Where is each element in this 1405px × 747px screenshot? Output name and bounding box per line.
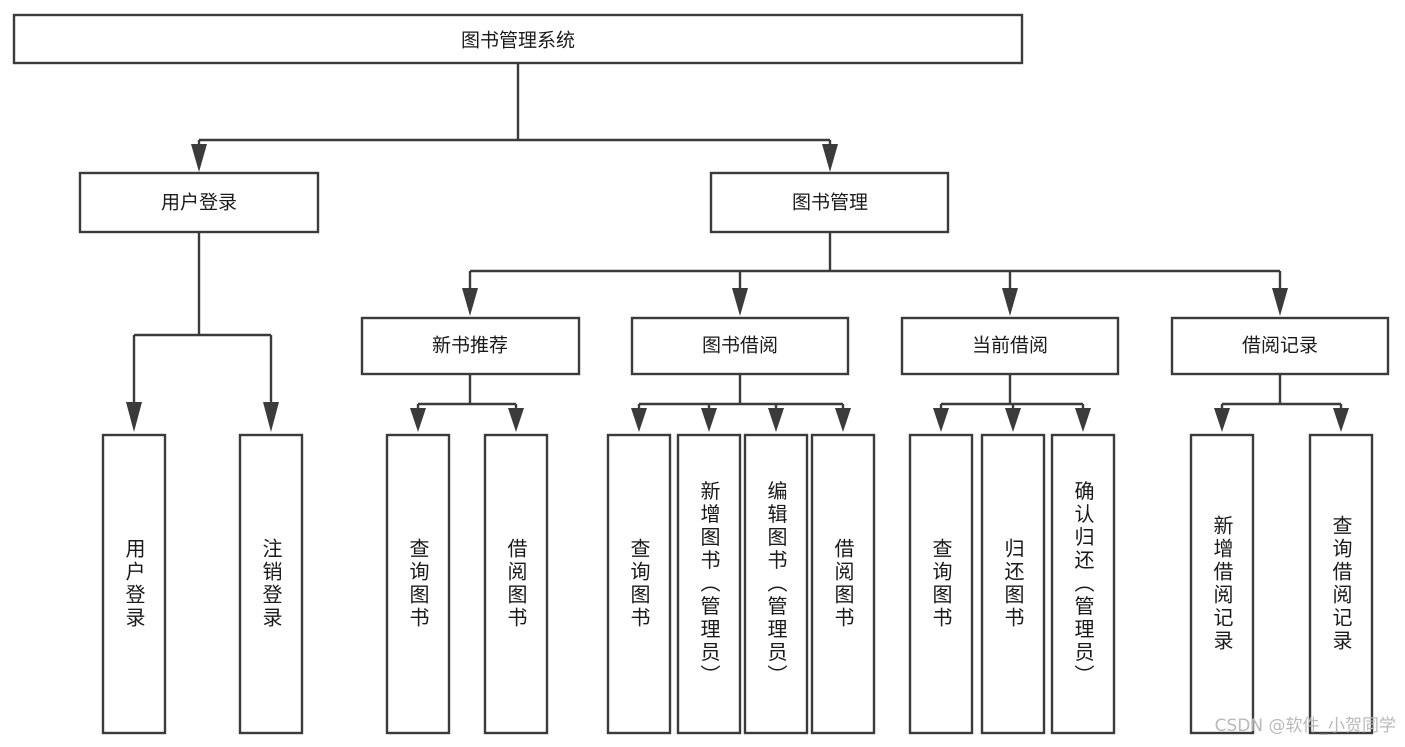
node-borrow-record[interactable]: 借阅记录 <box>1170 316 1390 376</box>
node-leaf-add-borrow-record-label: 新增借阅记录 <box>1210 515 1234 653</box>
node-leaf-confirm-return-label: 确认归还（管理员） <box>1071 480 1095 687</box>
node-leaf-logout[interactable]: 注销登录 <box>238 433 304 735</box>
node-book-borrow-label: 图书借阅 <box>702 335 778 357</box>
node-leaf-user-login-box[interactable] <box>101 433 167 735</box>
node-leaf-query-borrow-record[interactable]: 查询借阅记录 <box>1308 433 1374 735</box>
node-book-borrow[interactable]: 图书借阅 <box>630 316 850 376</box>
node-current-borrow-box[interactable] <box>900 316 1120 376</box>
node-leaf-borrow-book-recommend-label: 借阅图书 <box>504 538 528 630</box>
arrow-head-leaf-query-book-current <box>933 408 949 432</box>
arrow-head-leaf-query-book-recommend <box>410 408 426 432</box>
node-user-login-label: 用户登录 <box>161 192 237 214</box>
arrow-head-new-book-recommend <box>462 288 478 316</box>
node-leaf-query-book-current-box[interactable] <box>908 433 974 735</box>
arrow-head-current-borrow <box>1002 288 1018 316</box>
node-new-book-recommend[interactable]: 新书推荐 <box>360 316 581 376</box>
node-leaf-query-book-recommend-label: 查询图书 <box>406 538 430 630</box>
arrow-head-leaf-confirm-return <box>1075 408 1091 432</box>
node-leaf-logout-box[interactable] <box>238 433 304 735</box>
node-leaf-borrow-book-recommend-box[interactable] <box>483 433 549 735</box>
arrow-head-leaf-logout <box>263 402 279 432</box>
node-leaf-edit-book-box[interactable] <box>743 433 809 735</box>
node-book-management-label: 图书管理 <box>792 192 868 214</box>
arrow-head-leaf-user-login <box>126 402 142 432</box>
arrow-head-leaf-query-borrow-record <box>1333 408 1349 432</box>
node-leaf-confirm-return[interactable]: 确认归还（管理员） <box>1050 433 1116 735</box>
node-leaf-add-borrow-record-box[interactable] <box>1189 433 1255 735</box>
arrow-head-book-management <box>822 144 838 172</box>
node-book-management-box[interactable] <box>709 171 950 234</box>
node-leaf-query-book-recommend[interactable]: 查询图书 <box>385 433 451 735</box>
node-leaf-edit-book-label: 编辑图书（管理员） <box>764 480 788 687</box>
arrow-head-user-login <box>191 144 207 172</box>
arrow-head-leaf-return-book <box>1005 408 1021 432</box>
node-book-borrow-box[interactable] <box>630 316 850 376</box>
node-leaf-return-book-label: 归还图书 <box>1001 538 1025 630</box>
node-leaf-add-book-label: 新增图书（管理员） <box>697 480 721 687</box>
node-new-book-recommend-box[interactable] <box>360 316 581 376</box>
node-borrow-record-box[interactable] <box>1170 316 1390 376</box>
node-leaf-user-login-label: 用户登录 <box>122 538 146 630</box>
node-leaf-logout-label: 注销登录 <box>259 538 283 630</box>
node-leaf-edit-book[interactable]: 编辑图书（管理员） <box>743 433 809 735</box>
node-borrow-record-label: 借阅记录 <box>1242 335 1318 357</box>
node-root-box[interactable] <box>12 13 1024 65</box>
node-leaf-query-book-current-label: 查询图书 <box>929 538 953 630</box>
node-current-borrow[interactable]: 当前借阅 <box>900 316 1120 376</box>
node-leaf-confirm-return-box[interactable] <box>1050 433 1116 735</box>
node-leaf-add-book[interactable]: 新增图书（管理员） <box>676 433 742 735</box>
node-leaf-query-book-current[interactable]: 查询图书 <box>908 433 974 735</box>
node-book-management[interactable]: 图书管理 <box>709 171 950 234</box>
node-leaf-borrow-book-box[interactable] <box>810 433 876 735</box>
node-root[interactable]: 图书管理系统 <box>12 13 1024 65</box>
arrow-head-leaf-edit-book <box>768 408 784 432</box>
node-leaf-query-borrow-record-box[interactable] <box>1308 433 1374 735</box>
node-leaf-return-book-box[interactable] <box>980 433 1046 735</box>
node-leaf-borrow-book-recommend[interactable]: 借阅图书 <box>483 433 549 735</box>
node-leaf-query-book-borrow-box[interactable] <box>606 433 672 735</box>
arrow-head-borrow-record <box>1272 288 1288 316</box>
node-leaf-borrow-book[interactable]: 借阅图书 <box>810 433 876 735</box>
connector-layer <box>126 63 1349 432</box>
arrow-head-book-borrow <box>732 288 748 316</box>
node-leaf-query-book-borrow[interactable]: 查询图书 <box>606 433 672 735</box>
node-leaf-query-book-borrow-label: 查询图书 <box>627 538 651 630</box>
node-leaf-borrow-book-label: 借阅图书 <box>831 538 855 630</box>
arrow-head-leaf-borrow-book-recommend <box>508 408 524 432</box>
arrow-head-leaf-query-book-borrow <box>631 408 647 432</box>
node-leaf-query-book-recommend-box[interactable] <box>385 433 451 735</box>
node-new-book-recommend-label: 新书推荐 <box>432 335 508 357</box>
node-current-borrow-label: 当前借阅 <box>972 335 1048 357</box>
arrow-head-leaf-add-borrow-record <box>1214 408 1230 432</box>
arrow-head-leaf-add-book <box>701 408 717 432</box>
node-leaf-query-borrow-record-label: 查询借阅记录 <box>1329 515 1353 653</box>
watermark: CSDN @软件_小贺同学 <box>1215 716 1396 736</box>
node-leaf-user-login[interactable]: 用户登录 <box>101 433 167 735</box>
node-user-login-box[interactable] <box>78 171 320 234</box>
node-user-login[interactable]: 用户登录 <box>78 171 320 234</box>
node-leaf-add-book-box[interactable] <box>676 433 742 735</box>
node-root-label: 图书管理系统 <box>461 30 575 52</box>
node-leaf-add-borrow-record[interactable]: 新增借阅记录 <box>1189 433 1255 735</box>
node-leaf-return-book[interactable]: 归还图书 <box>980 433 1046 735</box>
arrow-head-leaf-borrow-book <box>835 408 851 432</box>
